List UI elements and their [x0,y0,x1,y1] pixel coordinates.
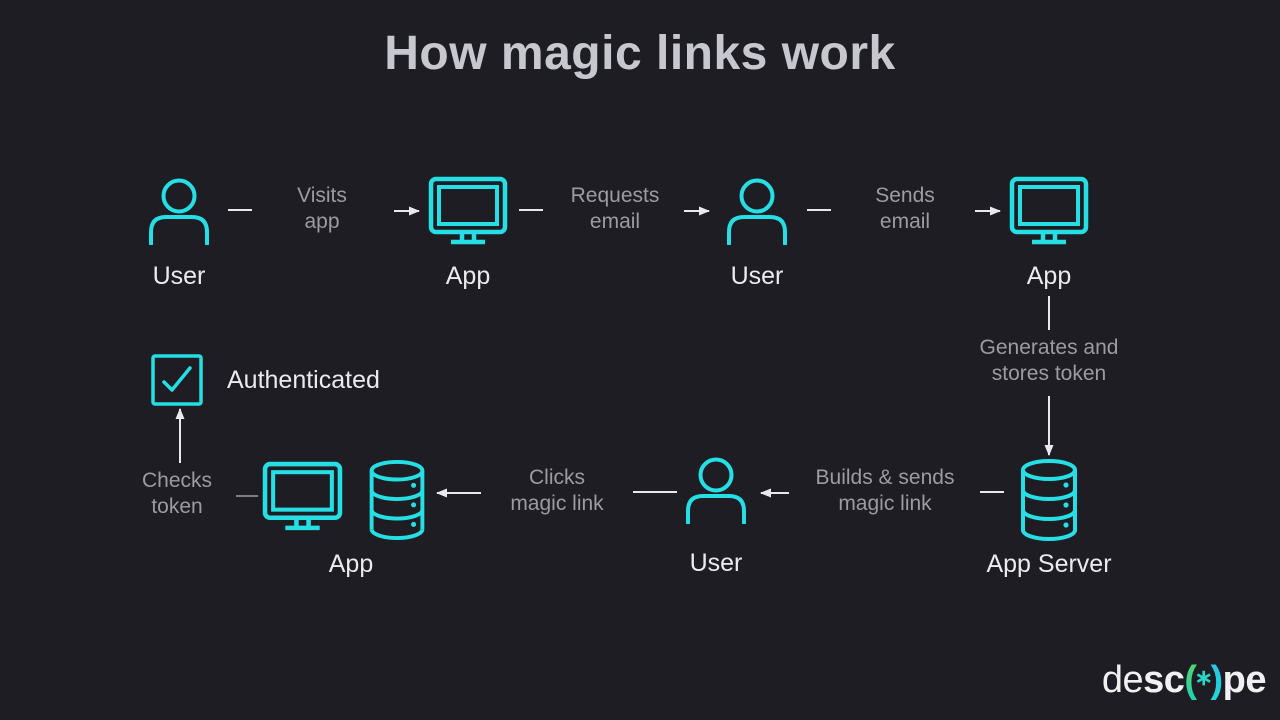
page-title: How magic links work [384,27,896,80]
step-generates-token: Generates and stores token [934,335,1164,387]
logo-text-light: de [1101,658,1144,701]
logo-text-bold-right: pe [1222,658,1267,701]
user-icon [682,456,750,524]
step-checks-token: Checks token [62,468,292,520]
step-builds-sends-line2: magic link [838,492,932,515]
step-requests-email: Requests email [500,183,730,235]
node-label-app-2: App [1026,262,1072,290]
step-clicks-link-line1: Clicks [529,466,585,489]
step-requests-email-line2: email [589,210,641,233]
step-sends-email-line1: Sends [875,184,935,207]
monitor-icon [428,176,508,248]
node-label-app-3: App [328,550,374,578]
step-checks-token-line1: Checks [141,469,213,492]
node-label-authenticated: Authenticated [227,366,380,394]
node-label-app-server: App Server [986,550,1112,578]
step-builds-sends-line1: Builds & sends [815,466,955,489]
monitor-icon [1009,176,1089,248]
node-label-app-1: App [445,262,491,290]
step-requests-email-line1: Requests [570,184,660,207]
node-label-user-2: User [730,262,784,290]
step-visits-app: Visits app [207,183,437,235]
step-generates-token-line2: stores token [991,362,1107,385]
monitor-icon [262,461,343,534]
user-icon [723,177,791,245]
node-label-user-1: User [152,262,206,290]
logo-paren-left-icon: ( [1184,658,1197,701]
step-sends-email: Sends email [790,183,1020,235]
step-sends-email-line2: email [879,210,931,233]
step-visits-app-line2: app [304,210,340,233]
logo-text-bold-left: sc [1143,658,1185,701]
step-checks-token-line2: token [151,495,203,518]
checkbox-check-icon [151,354,203,406]
step-generates-token-line1: Generates and [979,336,1119,359]
database-icon [367,459,427,541]
step-clicks-link: Clicks magic link [442,465,672,517]
logo-asterisk-icon: ∗ [1194,665,1213,690]
node-label-user-3: User [689,549,743,577]
user-icon [145,177,213,245]
step-clicks-link-line2: magic link [510,492,604,515]
step-visits-app-line1: Visits [297,184,347,207]
database-icon [1019,458,1079,542]
logo-paren-right-icon: ) [1210,658,1223,701]
step-builds-sends: Builds & sends magic link [770,465,1000,517]
